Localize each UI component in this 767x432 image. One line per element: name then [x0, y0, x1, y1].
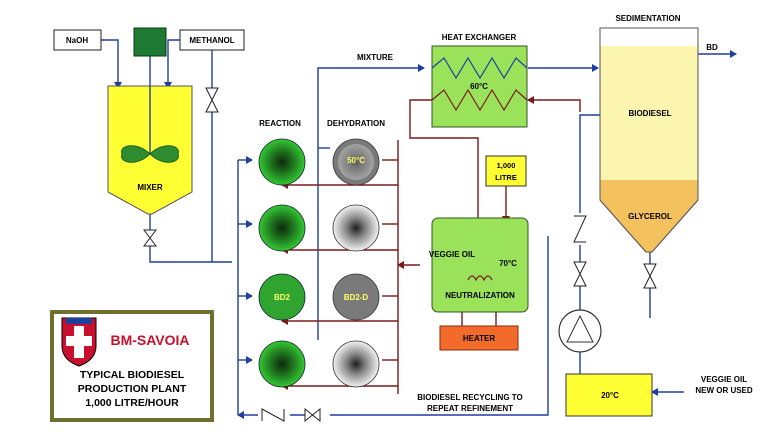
litre-line2: LITRE [495, 173, 517, 182]
neutralization-tank: VEGGIE OIL 70°C NEUTRALIZATION [429, 217, 529, 313]
sedimentation-label: SEDIMENTATION [615, 14, 680, 23]
check-valve-recycle [261, 408, 285, 422]
pump-icon [558, 309, 602, 353]
bd2-label: BD2 [274, 293, 291, 302]
storage-tank: 20°C [565, 373, 653, 417]
bd2d-label: BD2-D [344, 293, 369, 302]
storage-temp: 20°C [601, 391, 619, 400]
reactor-1 [258, 138, 306, 186]
neutralization-temp: 70°C [499, 259, 517, 268]
mixture-label: MIXTURE [357, 53, 394, 62]
brand-line2: PRODUCTION PLANT [78, 383, 187, 395]
dehydrator-4 [332, 340, 380, 388]
veggie-in-line1: VEGGIE OIL [701, 375, 747, 384]
dehydration-temp: 50°C [347, 156, 365, 165]
recycle-line1: BIODIESEL RECYCLING TO [417, 393, 523, 402]
naoh-label: NaOH [66, 36, 88, 45]
brand-line1: TYPICAL BIODIESEL [80, 369, 185, 381]
dehydration-label: DEHYDRATION [327, 119, 385, 128]
heat-exchanger-label: HEAT EXCHANGER [442, 33, 517, 42]
dehydrator-1: 50°C [332, 138, 380, 186]
reaction-label: REACTION [259, 119, 301, 128]
glycerol-valve[interactable] [643, 263, 657, 289]
dehydrator-bd2d: BD2-D [332, 273, 380, 321]
bd-output-label: BD [706, 43, 718, 52]
reactor-2 [258, 204, 306, 252]
heater-label: HEATER [463, 334, 496, 343]
brand-box: BM-SAVOIA TYPICAL BIODIESEL PRODUCTION P… [50, 310, 214, 422]
mixer-label: MIXER [137, 183, 163, 192]
pump-inlet-valve[interactable] [573, 261, 587, 287]
naoh-input: NaOH [53, 29, 102, 51]
litre-line1: 1,000 [497, 161, 516, 170]
heat-exchanger-temp: 60°C [470, 82, 488, 91]
sedimentation-tank: BIODIESEL GLYCEROL [599, 27, 699, 253]
mixer-tank: MIXER [107, 85, 193, 215]
brand-line3: 1,000 LITRE/HOUR [85, 397, 179, 409]
biodiesel-label: BIODIESEL [628, 109, 671, 118]
recycle-valve[interactable] [304, 407, 321, 423]
savoia-shield-icon [61, 317, 97, 367]
methanol-valve[interactable] [205, 87, 219, 113]
mixer-valve[interactable] [143, 229, 157, 247]
recycle-line2: REPEAT REFINEMENT [427, 404, 513, 413]
veggie-oil-label: VEGGIE OIL [429, 250, 475, 259]
reactor-bd2: BD2 [258, 273, 306, 321]
dehydrator-2 [332, 204, 380, 252]
heat-exchanger: 60°C [431, 45, 528, 128]
glycerol-label: GLYCEROL [628, 212, 672, 221]
check-valve-pump [573, 215, 587, 243]
brand-name: BM-SAVOIA [110, 332, 189, 348]
veggie-in-line2: NEW OR USED [695, 386, 753, 395]
reactor-4 [258, 340, 306, 388]
litre-tank: 1,000 LITRE [485, 155, 527, 187]
red-pipes [281, 96, 581, 394]
methanol-label: METHANOL [189, 36, 234, 45]
heater: HEATER [439, 325, 519, 351]
neutralization-label: NEUTRALIZATION [445, 291, 515, 300]
mixer-motor [133, 27, 167, 57]
methanol-input: METHANOL [179, 29, 245, 51]
